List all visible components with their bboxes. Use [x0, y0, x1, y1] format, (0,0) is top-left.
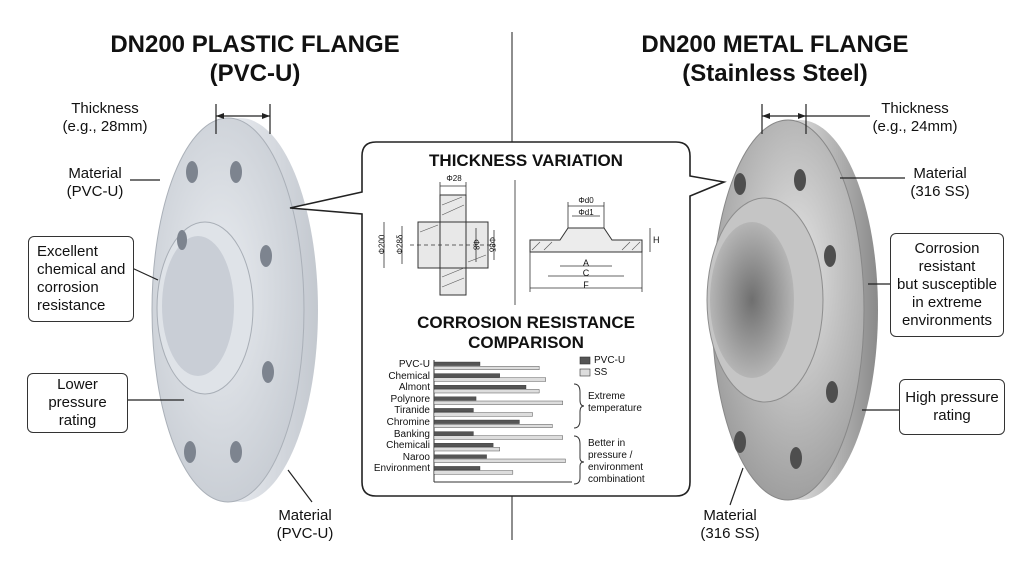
- left-chemical-box: Excellent chemical and corrosion resista…: [28, 236, 134, 322]
- bar-pvc-u-2: [433, 385, 527, 390]
- dim-right-f: F: [583, 280, 589, 290]
- thickness-variation-title: THICKNESS VARIATION: [429, 151, 623, 170]
- left-chem-line-3: corrosion: [37, 279, 99, 296]
- left-material-top-label: Material: [68, 165, 122, 182]
- right-pressure-box: High pressure rating: [899, 379, 1005, 435]
- right-pressure-line-1: High pressure: [905, 389, 999, 406]
- left-thickness-label: Thickness: [71, 100, 139, 117]
- bar-ss-7: [433, 447, 500, 452]
- dim-left-d3: Φ8: [471, 239, 481, 250]
- bar-ss-2: [433, 389, 540, 394]
- right-material-top-label: Material: [913, 165, 967, 182]
- bar-pvc-u-5: [433, 419, 520, 424]
- right-subtitle: (Stainless Steel): [682, 60, 868, 87]
- bar-ss-3: [433, 400, 564, 405]
- chart-category-label: Chromine: [386, 417, 430, 428]
- dim-right-h: H: [653, 235, 660, 245]
- note-pressure-1: Better in: [588, 438, 626, 449]
- left-pressure-line-1: Lower: [57, 376, 98, 393]
- bar-pvc-u-3: [433, 396, 477, 401]
- right-thickness-label: Thickness: [881, 100, 949, 117]
- note-extreme-1: Extreme: [588, 391, 626, 402]
- left-pressure-line-2: pressure: [48, 394, 107, 411]
- bar-pvc-u-0: [433, 361, 481, 366]
- chart-category-label: Polynore: [390, 393, 430, 405]
- right-corrosion-line-1: Corrosion: [914, 240, 980, 257]
- dim-left-d2: Φ28δ: [395, 234, 405, 255]
- dim-right-top2: Φd1: [578, 208, 594, 217]
- left-pressure-box: Lower pressure rating: [27, 373, 128, 433]
- right-pressure-line-2: rating: [933, 407, 971, 424]
- bar-pvc-u-4: [433, 408, 474, 413]
- note-extreme-2: temperature: [588, 403, 642, 414]
- bar-ss-5: [433, 424, 553, 429]
- note-pressure-2: pressure /: [588, 450, 633, 461]
- bar-ss-0: [433, 366, 540, 371]
- left-pressure-line-3: rating: [58, 412, 97, 429]
- left-material-bottom-value: (PVC-U): [276, 525, 334, 542]
- right-corrosion-line-3: but susceptible: [896, 276, 998, 293]
- legend-ss: SS: [594, 367, 608, 378]
- chart-category-label: Chemical: [388, 370, 430, 382]
- left-chem-line-4: resistance: [37, 297, 106, 314]
- bar-pvc-u-9: [433, 466, 481, 471]
- right-title: DN200 METAL FLANGE: [641, 31, 909, 58]
- bar-ss-9: [433, 470, 514, 475]
- dim-right-c: C: [582, 268, 590, 278]
- left-subtitle: (PVC-U): [209, 60, 301, 87]
- corrosion-title-2: COMPARISON: [468, 333, 584, 352]
- left-thickness-value: (e.g., 28mm): [62, 118, 148, 135]
- corrosion-title-1: CORROSION RESISTANCE: [417, 313, 635, 332]
- dim-right-top: Φd0: [578, 196, 594, 205]
- chart-category-label: Tiranide: [394, 405, 430, 417]
- dim-left-top: Φ28: [446, 174, 462, 183]
- left-chem-line-2: chemical and: [37, 261, 126, 278]
- chart-bars: [433, 361, 566, 475]
- note-pressure-4: combinationt: [588, 474, 645, 485]
- right-material-top-value: (316 SS): [910, 183, 970, 200]
- bar-pvc-u-8: [433, 454, 487, 459]
- left-material-top-value: (PVC-U): [66, 183, 124, 200]
- chart-category-label: Chemicali: [386, 440, 430, 452]
- legend-pvc: PVC-U: [594, 355, 626, 366]
- right-corrosion-line-5: environments: [901, 312, 993, 329]
- left-title: DN200 PLASTIC FLANGE: [110, 31, 400, 58]
- right-material-bottom-value: (316 SS): [700, 525, 760, 542]
- bar-ss-1: [433, 377, 546, 382]
- bar-pvc-u-6: [433, 431, 474, 436]
- left-chem-line-1: Excellent: [37, 243, 98, 260]
- bar-ss-6: [433, 435, 564, 440]
- note-pressure-3: environment: [588, 462, 644, 473]
- dim-right-a: A: [582, 258, 589, 268]
- chart-category-label: Almont: [398, 382, 430, 394]
- right-material-bottom-label: Material: [703, 507, 757, 524]
- bar-ss-8: [433, 458, 566, 463]
- bar-pvc-u-7: [433, 443, 494, 448]
- right-corrosion-line-2: resistant: [918, 258, 976, 275]
- dim-left-d4: Φ8δ: [487, 236, 497, 253]
- chart-category-label: Naroo: [402, 451, 430, 463]
- left-material-bottom-label: Material: [278, 507, 332, 524]
- chart-category-label: PVC-U: [398, 359, 430, 370]
- chart-category-label: Environment: [373, 463, 430, 475]
- right-thickness-value: (e.g., 24mm): [872, 118, 958, 135]
- chart-category-label: Banking: [393, 428, 430, 440]
- right-corrosion-box: Corrosion resistant but susceptible in e…: [890, 233, 1004, 337]
- right-corrosion-line-4: in extreme: [911, 294, 983, 311]
- bar-pvc-u-1: [433, 373, 500, 378]
- dim-left-d1: Φ200: [377, 234, 387, 255]
- bar-ss-4: [433, 412, 533, 417]
